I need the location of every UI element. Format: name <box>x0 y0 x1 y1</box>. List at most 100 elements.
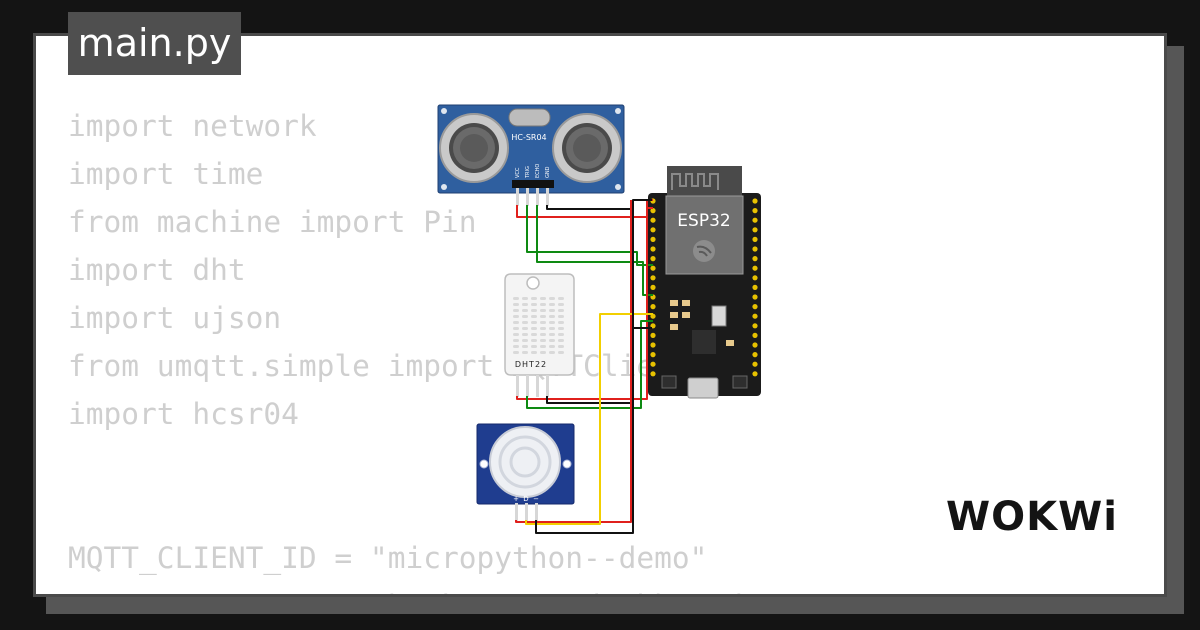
grille-slot <box>531 327 537 330</box>
code-line-10: MQTT_CLIENT_ID = "micropython--demo" <box>68 541 708 575</box>
grille-slot <box>522 327 528 330</box>
header-pin <box>650 342 656 348</box>
grille-slot <box>513 327 519 330</box>
grille-slot <box>513 303 519 306</box>
code-line-11: MQTT_BROKER = "broker.mqttdashboard.com" <box>68 588 832 594</box>
header-pin <box>752 208 758 214</box>
grille-slot <box>531 321 537 324</box>
header-pin <box>752 236 758 242</box>
header-pin <box>650 275 656 281</box>
grille-slot <box>513 339 519 342</box>
wire-dht22-vcc <box>516 207 653 400</box>
code-line-3: from machine import Pin <box>68 205 477 239</box>
wire-dht22-data <box>526 320 653 409</box>
pin-label-gnd: GND <box>545 166 551 178</box>
grille-slot <box>531 339 537 342</box>
header-pin <box>650 217 656 223</box>
grille-slot <box>558 333 564 336</box>
header-pin <box>752 275 758 281</box>
grille-slot <box>558 321 564 324</box>
header-pin <box>650 284 656 290</box>
grille-slot <box>558 297 564 300</box>
header-pin <box>752 294 758 300</box>
grille-slot <box>549 345 555 348</box>
grille-slot <box>540 333 546 336</box>
code-line-4: import dht <box>68 253 246 287</box>
grille-slot <box>513 351 519 354</box>
header-pin <box>752 361 758 367</box>
wire-pir-gnd <box>535 209 634 534</box>
wire-pir-vcc <box>515 200 632 523</box>
grille-slot <box>522 297 528 300</box>
espressif-icon <box>693 240 715 262</box>
code-line-5: import ujson <box>68 301 282 335</box>
grille-slot <box>558 339 564 342</box>
grille-slot <box>522 333 528 336</box>
header-pin <box>650 256 656 262</box>
header-pin <box>650 208 656 214</box>
esp32-module <box>665 195 744 275</box>
grille-slot <box>549 327 555 330</box>
pin-label-trig: TRIG <box>525 166 531 179</box>
grille-slot <box>531 297 537 300</box>
grille-slot <box>549 309 555 312</box>
grille-slot <box>513 333 519 336</box>
usb-port <box>687 377 719 399</box>
code-line-1: import network <box>68 109 317 143</box>
hcsr04-sensor[interactable]: HC-SR04 VCC TRIG ECHO GND <box>437 104 625 206</box>
grille-slot <box>540 321 546 324</box>
grille-slot <box>558 309 564 312</box>
grille-slot <box>549 315 555 318</box>
grille-slot <box>513 309 519 312</box>
grille-slot <box>549 321 555 324</box>
boot-button[interactable] <box>732 375 748 389</box>
wokwi-logo[interactable]: WOKWi <box>944 490 1120 540</box>
grille-slot <box>522 309 528 312</box>
grille-slot <box>540 351 546 354</box>
header-pin <box>650 371 656 377</box>
esp32-board[interactable]: ESP32 <box>648 166 761 399</box>
wires <box>515 199 653 534</box>
grille-slot <box>549 303 555 306</box>
header-pin <box>752 265 758 271</box>
pir-pin-vcc: + <box>513 495 519 503</box>
header-pin <box>752 352 758 358</box>
header-pin <box>650 246 656 252</box>
transducer-left <box>439 113 509 183</box>
header-pin <box>752 313 758 319</box>
en-button[interactable] <box>661 375 677 389</box>
pir-pin-gnd: − <box>533 495 539 503</box>
grille-slot <box>531 351 537 354</box>
header-pin <box>650 361 656 367</box>
dht22-sensor[interactable]: DHT22 <box>504 273 575 397</box>
grille-slot <box>531 309 537 312</box>
header-pin <box>752 198 758 204</box>
grille-slot <box>513 321 519 324</box>
grille-slot <box>558 345 564 348</box>
grille-slot <box>540 345 546 348</box>
header-pin <box>650 227 656 233</box>
grille-slot <box>558 315 564 318</box>
usb-chip <box>692 330 716 354</box>
header-pin <box>752 332 758 338</box>
header-pin <box>650 332 656 338</box>
transducer-right <box>552 113 622 183</box>
grille-slot <box>540 309 546 312</box>
dht22-label: DHT22 <box>515 360 547 369</box>
wire-hcsr04-gnd <box>546 199 652 210</box>
grille-slot <box>522 321 528 324</box>
header-pin <box>650 304 656 310</box>
grille-slot <box>558 303 564 306</box>
header-pin <box>752 323 758 329</box>
grille-slot <box>522 315 528 318</box>
filename-tab[interactable]: main.py <box>68 12 241 75</box>
esp32-label: ESP32 <box>677 211 730 231</box>
header-pin <box>752 371 758 377</box>
grille-slot <box>522 351 528 354</box>
grille-slot <box>540 339 546 342</box>
header-pin <box>752 342 758 348</box>
grille-slot <box>549 333 555 336</box>
pir-sensor[interactable]: + D − <box>476 423 575 521</box>
grille-slot <box>531 345 537 348</box>
grille-slot <box>540 297 546 300</box>
